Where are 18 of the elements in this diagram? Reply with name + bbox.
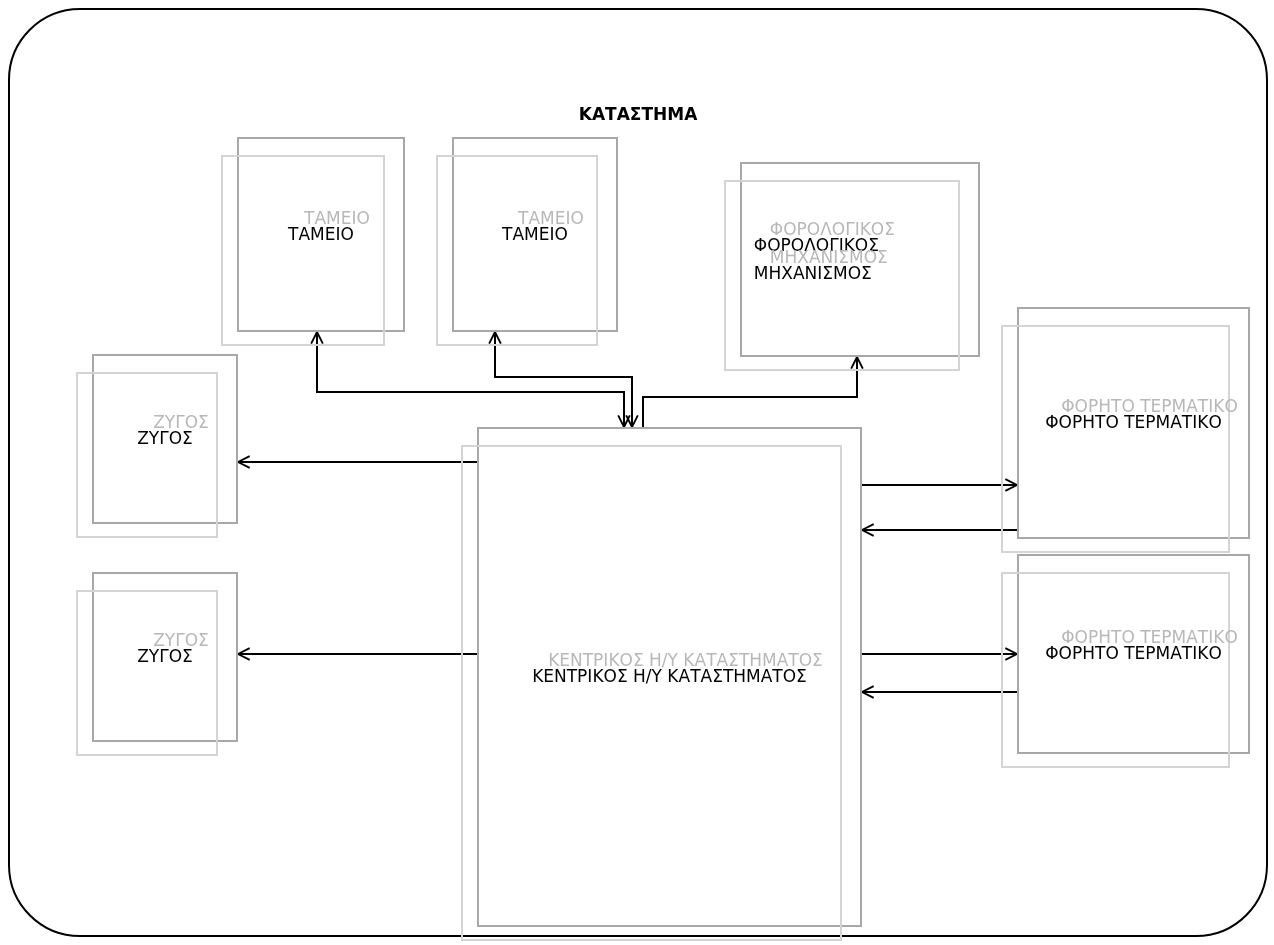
box-label: ΦΟΡΟΛΟΓΙΚΟΣ ΜΗΧΑΝΙΣΜΟΣ bbox=[753, 234, 880, 285]
arrow bbox=[310, 331, 631, 428]
arrow bbox=[861, 685, 1018, 699]
arrow bbox=[861, 478, 1018, 492]
box-label: ΖΥΓΟΣ bbox=[137, 645, 193, 669]
arrow bbox=[488, 331, 639, 428]
box-label: ΖΥΓΟΣ bbox=[137, 427, 193, 451]
arrow bbox=[861, 523, 1018, 537]
box-label: ΤΑΜΕΙΟ bbox=[502, 222, 568, 246]
box-label: ΦΟΡΗΤΟ ΤΕΡΜΑΤΙΚΟ bbox=[1045, 411, 1222, 435]
arrow bbox=[642, 356, 864, 428]
box-label: ΤΑΜΕΙΟ bbox=[288, 222, 354, 246]
box-label: ΦΟΡΗΤΟ ΤΕΡΜΑΤΙΚΟ bbox=[1045, 642, 1222, 666]
frame-title: ΚΑΤΑΣΤΗΜΑ bbox=[577, 104, 699, 124]
arrow bbox=[237, 455, 478, 469]
arrow bbox=[237, 647, 478, 661]
box-label: ΚΕΝΤΡΙΚΟΣ Η/Υ ΚΑΤΑΣΤΗΜΑΤΟΣ bbox=[532, 665, 807, 689]
arrow bbox=[861, 647, 1018, 661]
